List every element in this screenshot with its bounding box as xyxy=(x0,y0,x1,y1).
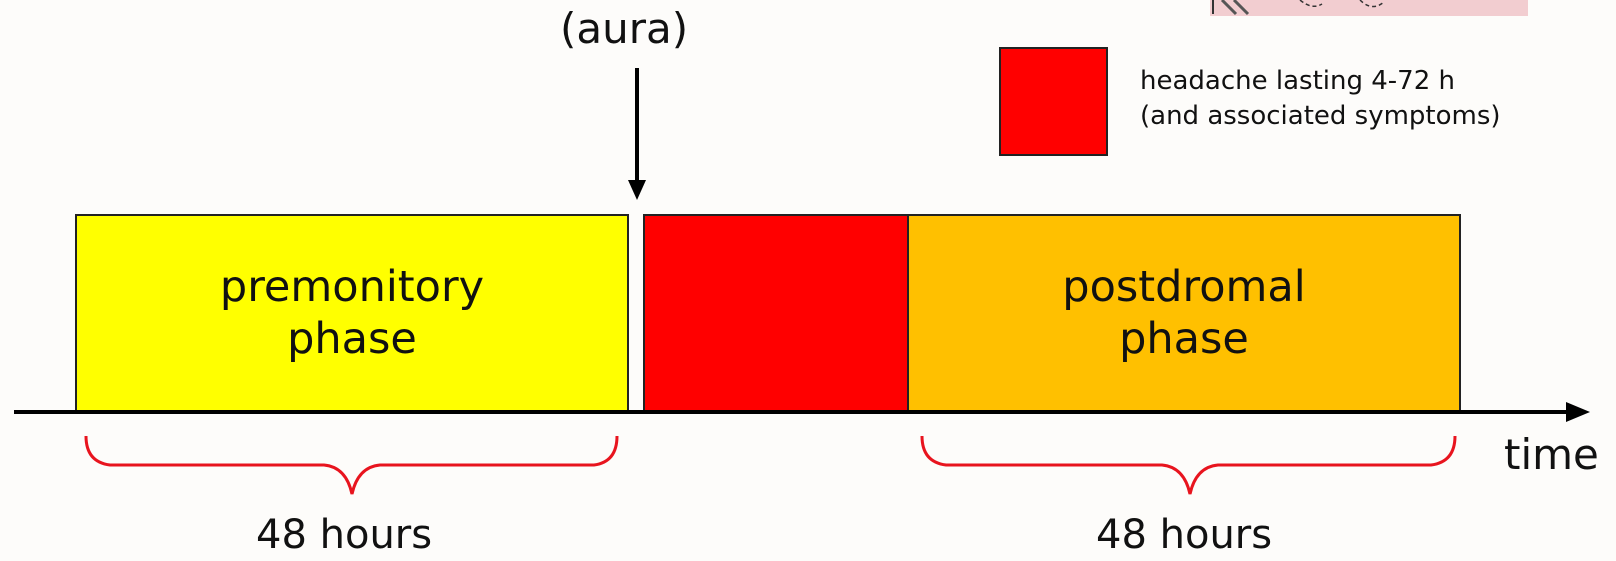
premonitory-phase-label: premonitory phase xyxy=(76,215,628,411)
aura-label: (aura) xyxy=(560,4,689,53)
headache-box xyxy=(643,214,909,412)
legend-swatch xyxy=(999,47,1108,156)
legend-line-2: (and associated symptoms) xyxy=(1140,101,1501,131)
premonitory-phase-line-2: phase xyxy=(287,314,417,364)
postdromal-phase-line-1: postdromal xyxy=(1062,262,1306,312)
time-axis-label: time xyxy=(1504,430,1599,479)
postdromal-phase-label: postdromal phase xyxy=(908,215,1460,411)
postdromal-phase-line-2: phase xyxy=(1119,314,1249,364)
time-axis xyxy=(14,402,1590,422)
postdromal-duration-label: 48 hours xyxy=(1096,512,1273,558)
aura-arrow xyxy=(628,68,646,200)
premonitory-phase-box xyxy=(75,214,629,412)
legend-line-1: headache lasting 4-72 h xyxy=(1140,66,1455,96)
postdromal-duration-brace xyxy=(920,435,1457,495)
premonitory-duration-brace xyxy=(84,435,619,495)
premonitory-duration-label: 48 hours xyxy=(256,512,433,558)
premonitory-phase-line-1: premonitory xyxy=(219,262,485,312)
corner-image-fragment xyxy=(1210,0,1528,16)
postdromal-phase-box xyxy=(907,214,1461,412)
